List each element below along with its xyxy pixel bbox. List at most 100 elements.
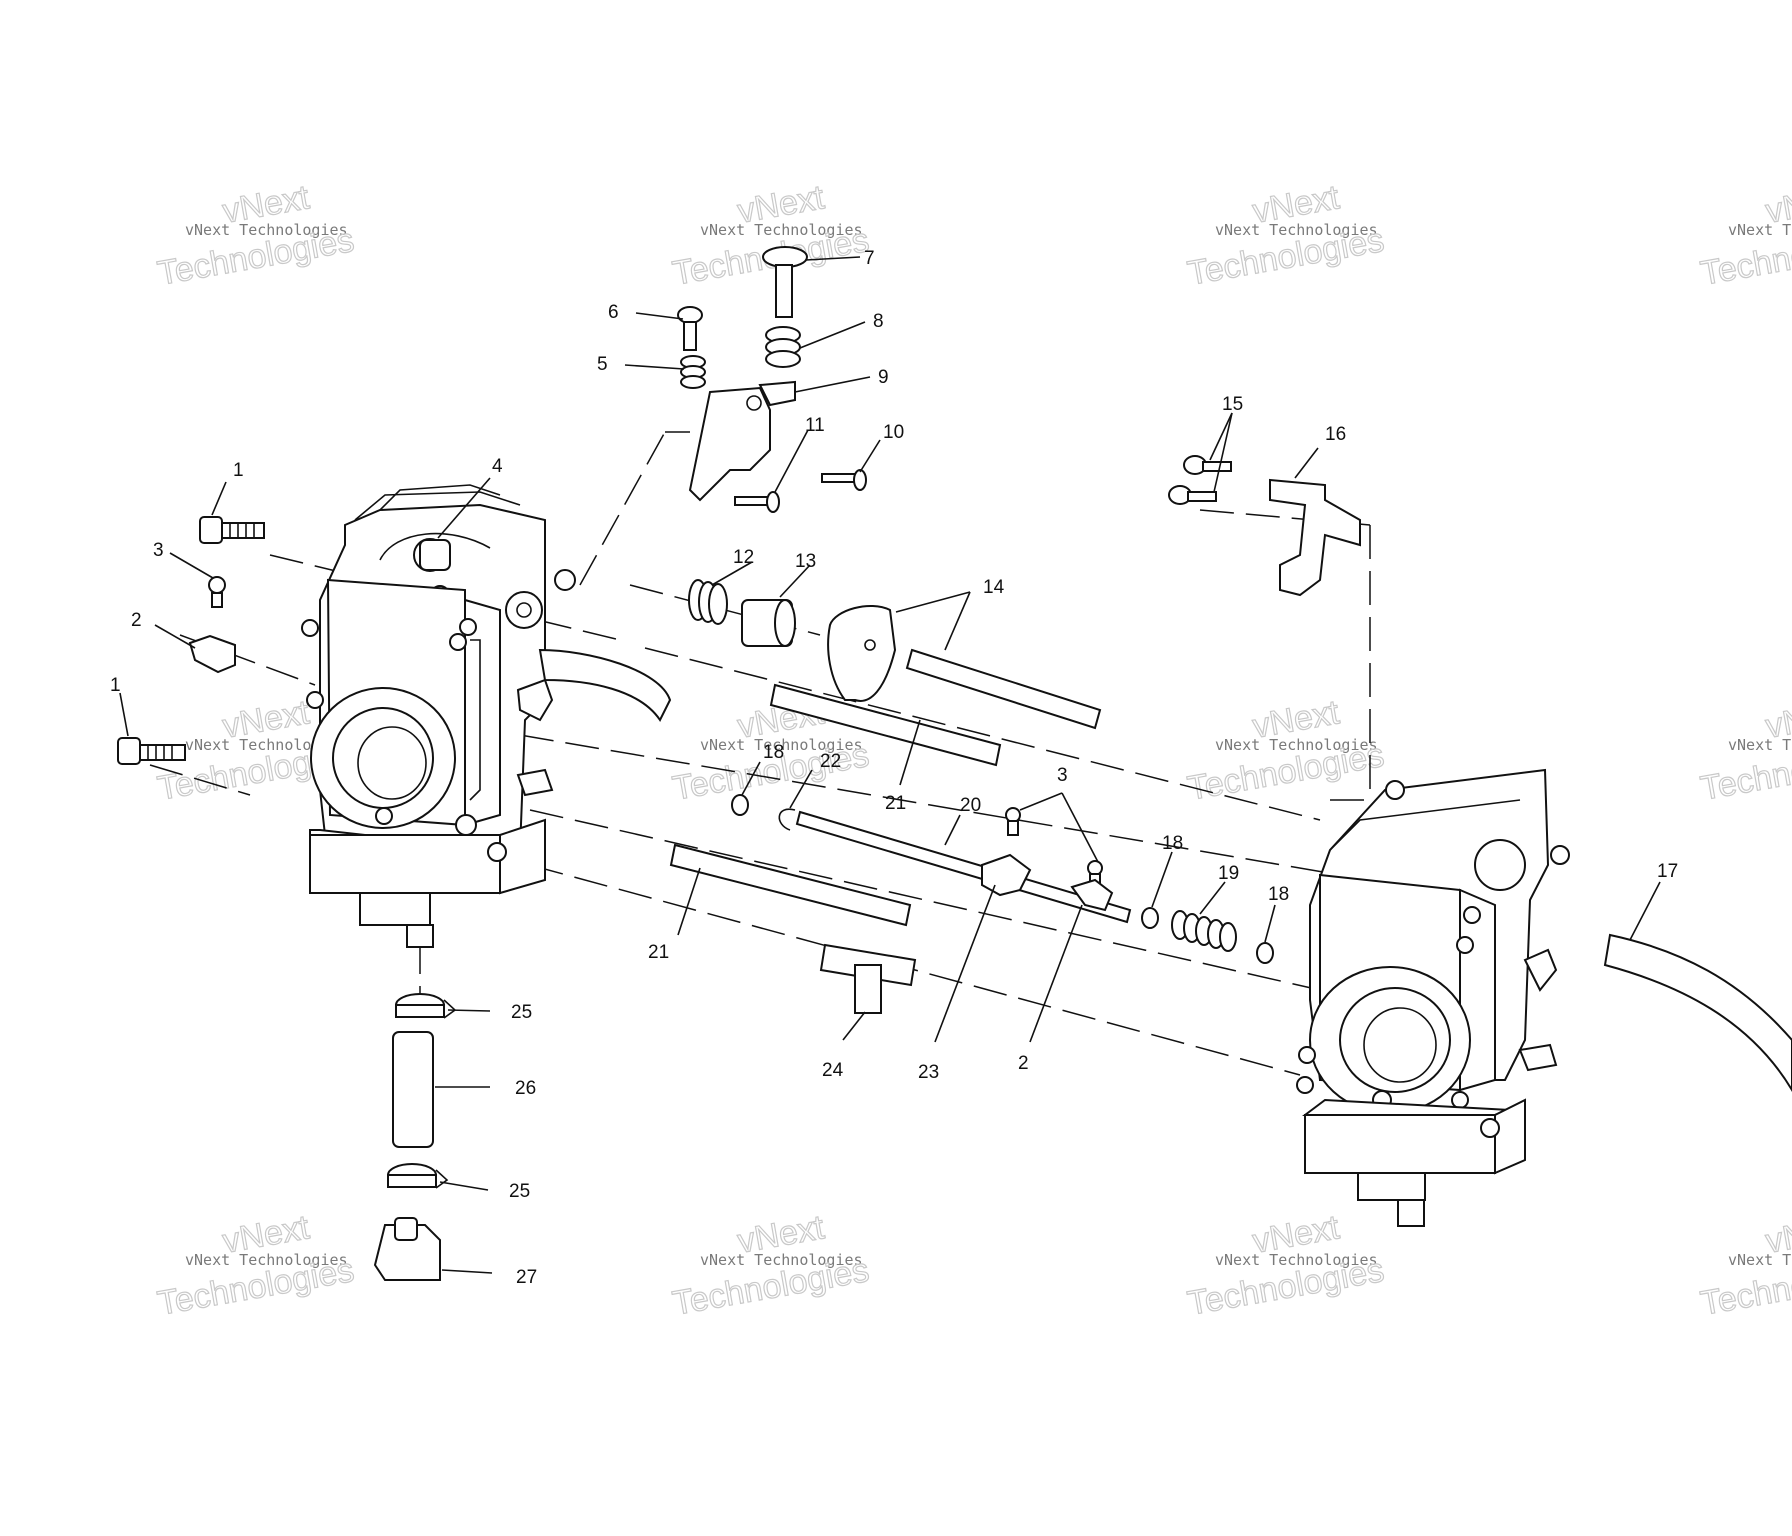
- callout-18: 18: [1162, 833, 1183, 854]
- screw-part-1-lower: [117, 737, 186, 765]
- callout-18: 18: [763, 742, 784, 763]
- callout-7: 7: [864, 248, 875, 269]
- watermark-tile: vNext Technologies vNext Technologies: [1697, 693, 1792, 809]
- callout-20: 20: [960, 795, 981, 816]
- callout-5: 5: [597, 354, 608, 375]
- watermark-tile: vNext Technologies vNext Technologies: [669, 178, 872, 294]
- svg-text:vNext: vNext: [1763, 178, 1792, 231]
- callout-8: 8: [873, 311, 884, 332]
- bushing-part-13: [741, 599, 796, 647]
- spring-part-12: [688, 579, 728, 625]
- callout-6: 6: [608, 302, 619, 323]
- screw-part-6: [677, 306, 703, 351]
- watermark-tile: vNext Technologies vNext Technologies: [669, 1208, 872, 1324]
- callout-21: 21: [648, 942, 669, 963]
- svg-text:vNext: vNext: [1763, 693, 1792, 746]
- svg-text:vNext Technologies: vNext Technologies: [1215, 221, 1378, 239]
- callout-23: 23: [918, 1062, 939, 1083]
- screw-part-7: [762, 246, 808, 318]
- right-carburetor: [1296, 768, 1570, 1227]
- parts: [117, 246, 1792, 1281]
- bracket-part-2-right: [1070, 878, 1114, 912]
- clip-part-22: [778, 808, 796, 831]
- svg-text:vNext Technologies: vNext Technologies: [1215, 736, 1378, 754]
- shaft-part-14: [905, 648, 1102, 730]
- leader-lines: [119, 256, 1661, 1274]
- lever-part-23: [981, 853, 1032, 897]
- callout-17: 17: [1657, 861, 1678, 882]
- callout-14: 14: [983, 577, 1005, 598]
- svg-text:vNext Technologies: vNext Technologies: [185, 736, 348, 754]
- hose-part-26: [392, 1031, 434, 1148]
- watermark-tile: vNext Technologies vNext Technologies: [154, 1208, 357, 1324]
- callout-27: 27: [516, 1267, 537, 1288]
- callout-12: 12: [733, 547, 754, 568]
- callout-2: 2: [131, 610, 142, 631]
- tube-part-21-upper: [769, 683, 1002, 767]
- callout-25: 25: [511, 1002, 532, 1023]
- washer-part-18-right: [1256, 942, 1274, 964]
- tee-part-27: [373, 1217, 441, 1281]
- callout-3: 3: [153, 540, 164, 561]
- svg-text:vNext Technologies: vNext Technologies: [1728, 1251, 1792, 1269]
- bracket-part-16: [1269, 478, 1361, 597]
- screw-part-10: [821, 469, 867, 491]
- bushing-part-4: [419, 539, 451, 571]
- cam-part-14: [827, 605, 897, 702]
- callout-13: 13: [795, 551, 816, 572]
- svg-text:vNext Technologies: vNext Technologies: [700, 736, 863, 754]
- screw-part-11: [734, 491, 780, 513]
- callout-10: 10: [883, 422, 904, 443]
- plate-part-9: [758, 380, 796, 407]
- callout-labels: 1 1 2 2 3 3 4 5 6 7 8 9 10 11 12 13 14 1…: [110, 248, 1678, 1288]
- spring-part-8: [765, 326, 801, 368]
- svg-text:vNext Technologies: vNext Technologies: [700, 1251, 863, 1269]
- callout-9: 9: [878, 367, 889, 388]
- callout-25: 25: [509, 1181, 530, 1202]
- callout-19: 19: [1218, 863, 1239, 884]
- svg-text:vNext Technologies: vNext Technologies: [1215, 1251, 1378, 1269]
- callout-3: 3: [1057, 765, 1068, 786]
- watermark-tile: vNext Technologies vNext Technologies: [1184, 178, 1387, 294]
- callout-16: 16: [1325, 424, 1346, 445]
- callout-11: 11: [805, 415, 825, 436]
- svg-text:vNext Technologies: vNext Technologies: [1728, 221, 1792, 239]
- choke-hose-left: [538, 648, 672, 722]
- left-carburetor: [301, 484, 576, 948]
- spring-part-5: [680, 355, 706, 389]
- svg-text:vNext Technologies: vNext Technologies: [185, 221, 348, 239]
- callout-1: 1: [233, 460, 244, 481]
- screw-part-3-mid: [1005, 807, 1021, 836]
- tube-part-21-lower: [669, 843, 912, 927]
- clamp-part-25-lower: [387, 1163, 449, 1189]
- watermark-tile: vNext Technologies vNext Technologies: [1184, 693, 1387, 809]
- watermark-tile: vNext Technologies vNext Technologies: [154, 178, 357, 294]
- bracket-part-2-left: [188, 634, 236, 674]
- watermark-tile: vNext Technologies vNext Technologies: [1697, 1208, 1792, 1324]
- tee-part-24: [819, 943, 917, 1014]
- watermark-tile: vNext Technologies vNext Technologies: [1184, 1208, 1387, 1324]
- svg-text:vNext Technologies: vNext Technologies: [1728, 736, 1792, 754]
- callout-15: 15: [1222, 394, 1243, 415]
- svg-text:vNext Technologies: vNext Technologies: [700, 221, 863, 239]
- hose-part-17: [1603, 933, 1792, 1092]
- callout-22: 22: [820, 751, 841, 772]
- svg-text:vNext: vNext: [1763, 1208, 1792, 1261]
- screw-part-15-lower: [1168, 485, 1217, 505]
- throttle-bracket: [688, 386, 771, 502]
- callout-18: 18: [1268, 884, 1289, 905]
- washer-part-18-mid: [1141, 907, 1159, 929]
- screw-part-1-upper: [199, 516, 265, 544]
- washer-part-18-left: [731, 794, 749, 816]
- screw-part-15-upper: [1183, 455, 1232, 475]
- callout-21: 21: [885, 793, 906, 814]
- alignment-lines: [149, 431, 1371, 1076]
- svg-text:vNext Technologies: vNext Technologies: [185, 1251, 348, 1269]
- callout-4: 4: [492, 456, 503, 477]
- clamp-part-25-upper: [395, 993, 457, 1019]
- callout-2: 2: [1018, 1053, 1029, 1074]
- callout-26: 26: [515, 1078, 536, 1099]
- callout-1: 1: [110, 675, 121, 696]
- watermark-tile: vNext Technologies vNext Technologies: [1697, 178, 1792, 294]
